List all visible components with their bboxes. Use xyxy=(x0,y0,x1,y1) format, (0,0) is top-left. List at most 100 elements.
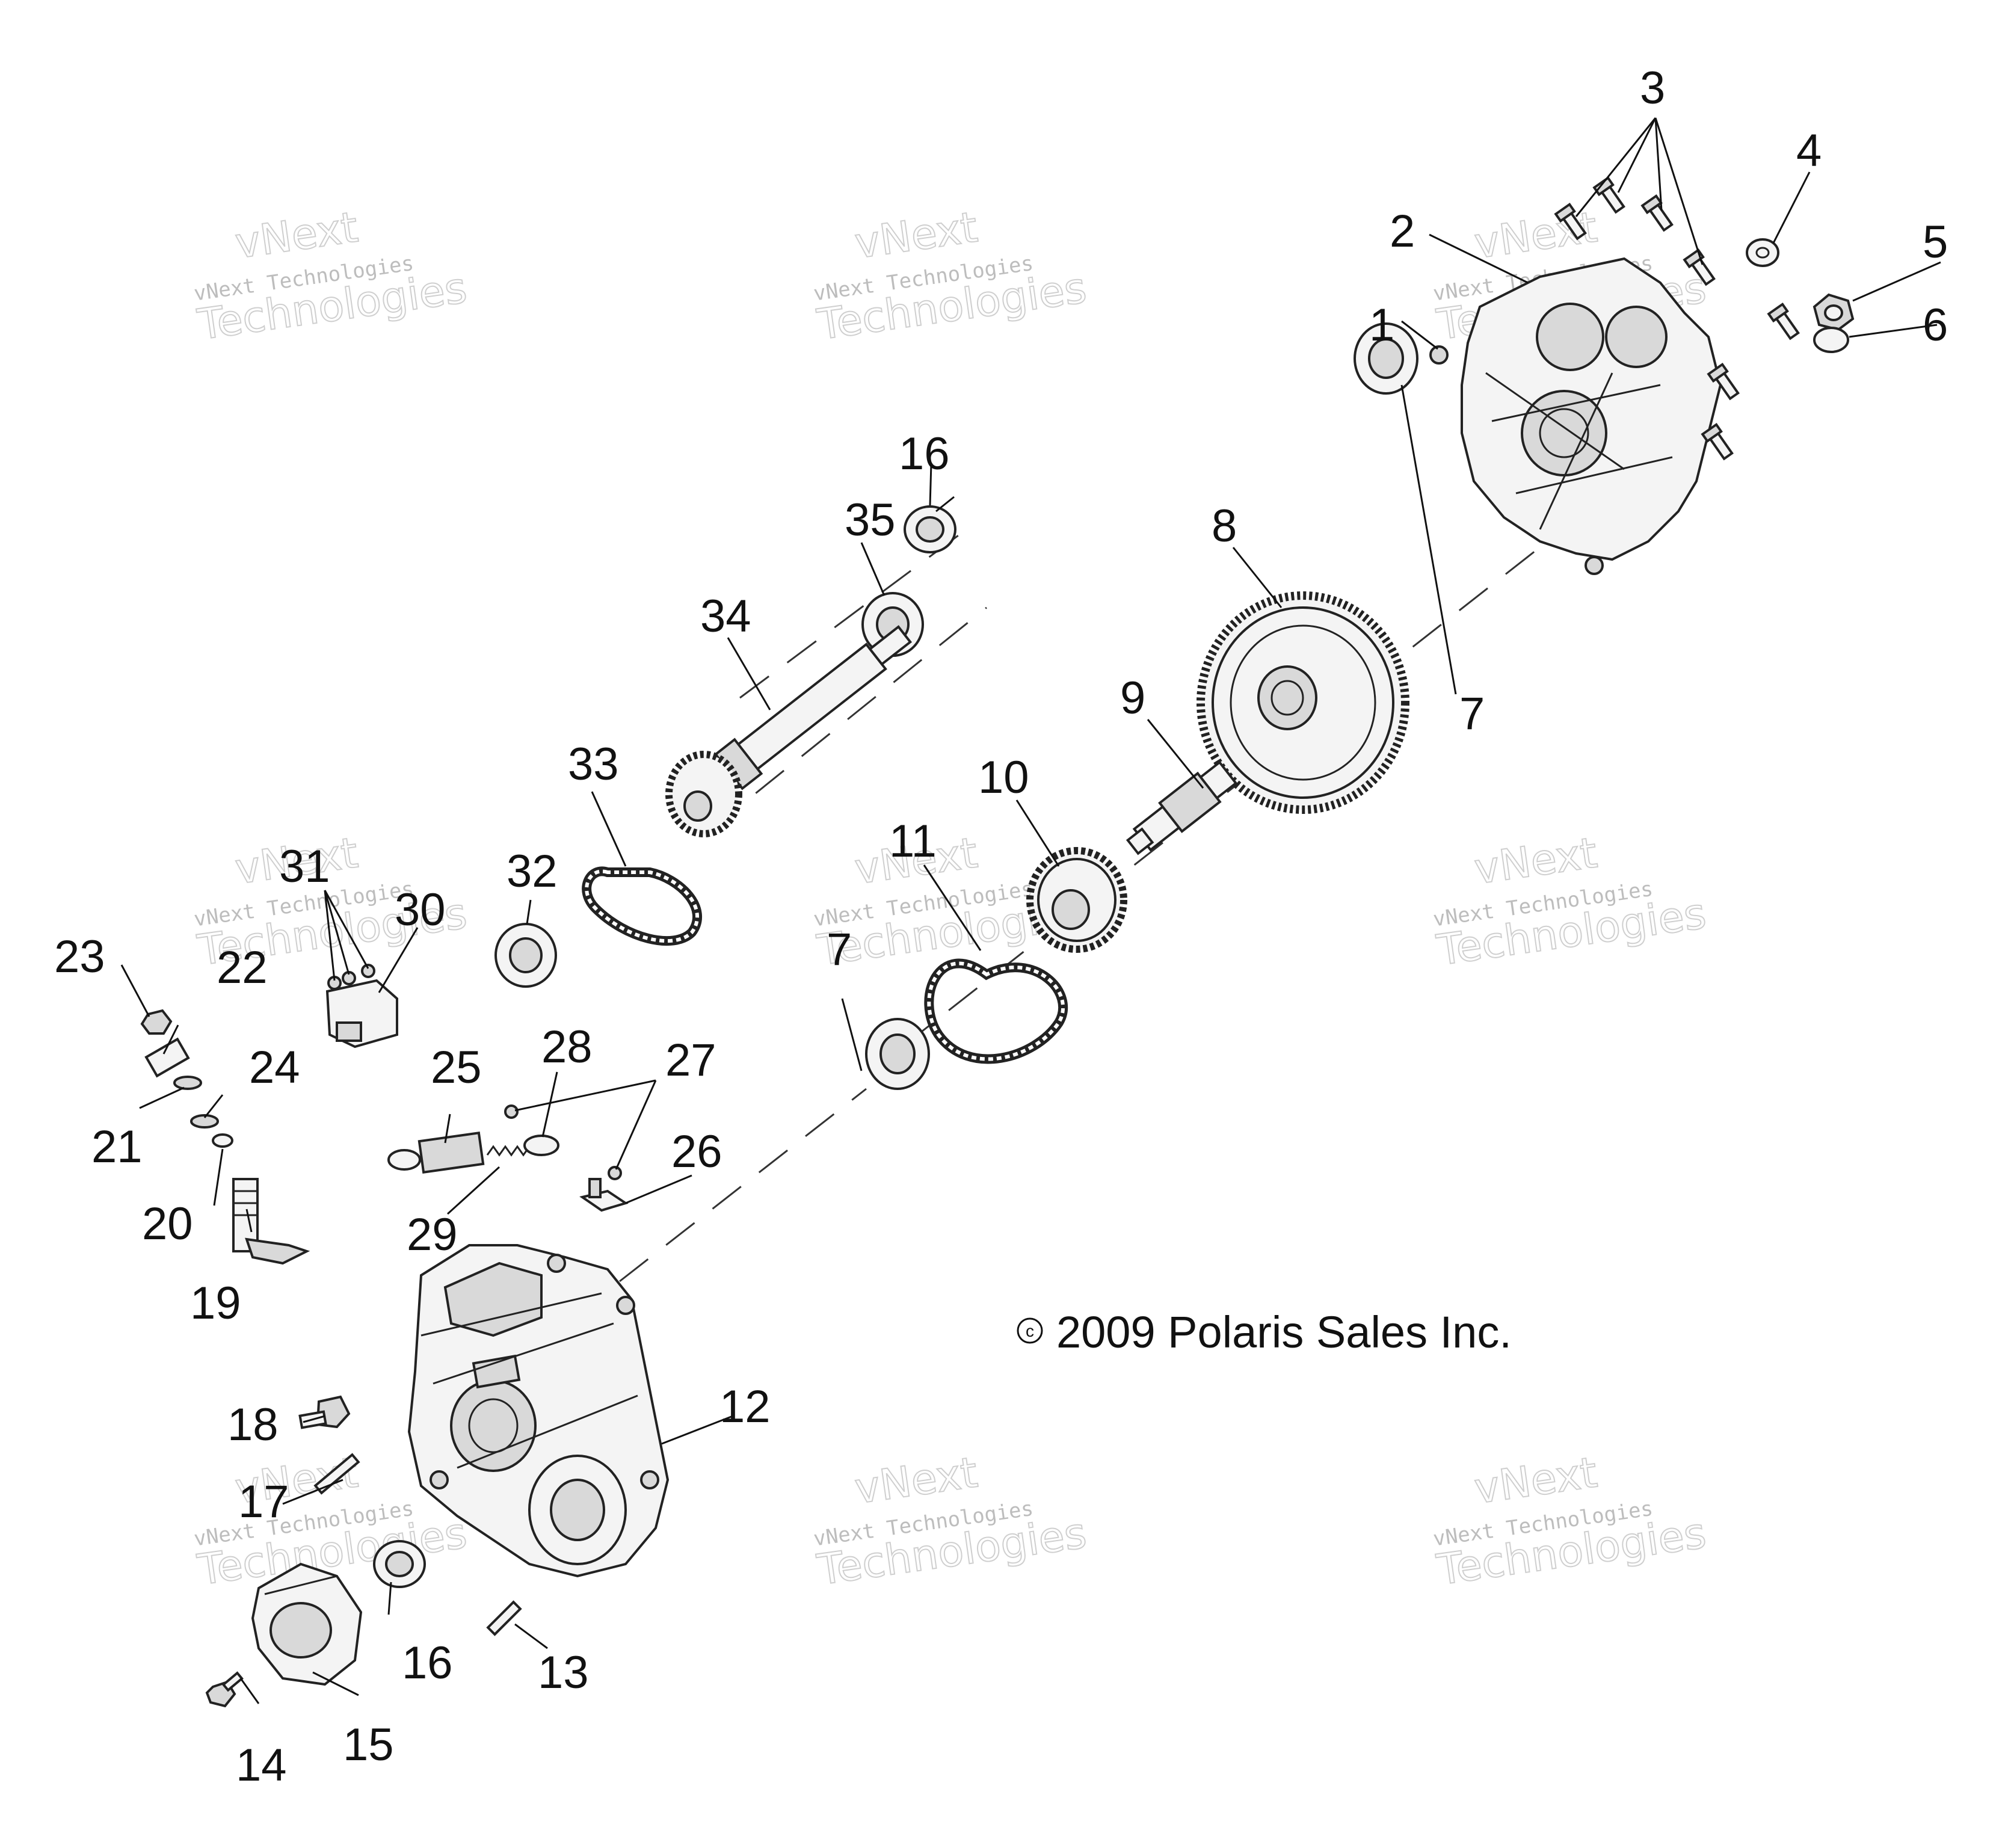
bolt xyxy=(1767,302,1800,340)
shift-shaft-19 xyxy=(232,1178,310,1265)
callout-34: 34 xyxy=(700,591,751,642)
bolt xyxy=(1554,202,1587,241)
detent-end-cap xyxy=(387,1149,421,1171)
dowel-pin-1b xyxy=(1585,556,1604,575)
callout-33: 33 xyxy=(568,739,619,790)
o-ring-21 xyxy=(173,1076,202,1090)
screws-27 xyxy=(504,1104,622,1180)
callout-18: 18 xyxy=(227,1399,279,1450)
dowel-pin-13 xyxy=(486,1600,522,1636)
callout-16-upper: 16 xyxy=(899,428,950,479)
callout-31: 31 xyxy=(279,841,330,892)
nut-23 xyxy=(140,1009,173,1035)
bearing-7-lower xyxy=(865,1018,930,1090)
watermark-top-text: vNext xyxy=(1471,828,1600,894)
drive-chain-11 xyxy=(924,958,1068,1064)
axis-line-lower xyxy=(619,1088,867,1283)
callout-17: 17 xyxy=(238,1476,289,1527)
bearing-16-upper xyxy=(904,505,956,553)
gearcase-main-bore xyxy=(450,1379,537,1472)
callout-13: 13 xyxy=(538,1647,589,1698)
watermark: vNext vNext Technologies Technologies xyxy=(812,202,1090,350)
main-gearcase-12 xyxy=(407,1244,670,1578)
bolt xyxy=(1707,362,1740,401)
bolt xyxy=(1701,422,1734,461)
callout-30: 30 xyxy=(395,884,446,935)
washer-20 xyxy=(212,1133,233,1148)
callout-5: 5 xyxy=(1923,217,1948,268)
callout-24: 24 xyxy=(249,1042,300,1093)
watermark-top-text: vNext xyxy=(852,1447,981,1514)
callout-35: 35 xyxy=(845,494,896,546)
bolt-14 xyxy=(205,1671,244,1708)
seal-16-lower xyxy=(373,1540,426,1588)
seal-24 xyxy=(190,1114,219,1129)
copyright-notice: c 2009 Polaris Sales Inc. xyxy=(1017,1307,1512,1357)
callout-21: 21 xyxy=(91,1121,143,1172)
watermark-top-text: vNext xyxy=(232,202,361,268)
watermark: vNext vNext Technologies Technologies xyxy=(1432,827,1710,976)
bolt-group-3 xyxy=(1554,176,1800,461)
detent-plate-25 xyxy=(387,1132,485,1174)
rear-cover-housing xyxy=(1461,257,1722,561)
callout-10: 10 xyxy=(978,752,1029,803)
watermark-top-text: vNext xyxy=(1471,1447,1600,1514)
output-shaft-34 xyxy=(665,625,913,837)
bearing-32 xyxy=(494,923,557,988)
copyright-text: 2009 Polaris Sales Inc. xyxy=(1056,1307,1512,1357)
washer-4 xyxy=(1746,238,1779,267)
callout-labels: 1 2 3 4 5 6 7 7 8 9 10 11 12 13 14 15 16… xyxy=(54,63,1948,1791)
callout-22: 22 xyxy=(217,942,268,993)
plunger-28 xyxy=(523,1135,559,1156)
watermark-top-text: vNext xyxy=(852,202,981,268)
pinion-shaft-9 xyxy=(1126,760,1238,855)
callout-20: 20 xyxy=(142,1198,193,1249)
callout-27: 27 xyxy=(665,1035,716,1086)
callout-26: 26 xyxy=(671,1126,722,1177)
watermark: vNext vNext Technologies Technologies xyxy=(1432,1447,1710,1595)
idler-gear-10 xyxy=(1026,847,1127,953)
bearing-7-upper xyxy=(1354,322,1418,395)
callout-12: 12 xyxy=(719,1381,771,1432)
callout-8: 8 xyxy=(1212,500,1237,552)
copyright-symbol-letter: c xyxy=(1026,1322,1034,1340)
axis-line-main xyxy=(902,480,1625,1048)
watermark: vNext vNext Technologies Technologies xyxy=(812,1447,1090,1595)
callout-1: 1 xyxy=(1369,300,1394,351)
rear-cover-bore-right xyxy=(1605,306,1668,368)
fitting-18 xyxy=(298,1395,351,1429)
callout-29: 29 xyxy=(407,1209,458,1260)
callout-7-lower: 7 xyxy=(827,924,852,975)
callout-19: 19 xyxy=(190,1278,241,1329)
clip-26 xyxy=(579,1178,629,1212)
cover-15 xyxy=(251,1562,363,1686)
callout-11: 11 xyxy=(889,816,937,867)
callout-4: 4 xyxy=(1796,125,1822,176)
drive-chain-33 xyxy=(582,866,703,946)
bolt xyxy=(1640,194,1674,232)
bracket-22 xyxy=(144,1037,190,1078)
callout-32: 32 xyxy=(507,846,558,897)
callout-2: 2 xyxy=(1390,206,1415,257)
ring-gear-8 xyxy=(1197,591,1409,814)
callout-15: 15 xyxy=(343,1719,394,1770)
leader-lines xyxy=(120,117,1941,1704)
gearcase-label-plate xyxy=(472,1354,521,1389)
callout-16-lower: 16 xyxy=(402,1637,453,1689)
gearcase-top-boss xyxy=(443,1261,543,1337)
callout-14: 14 xyxy=(236,1740,287,1791)
callout-25: 25 xyxy=(431,1042,482,1093)
callout-9: 9 xyxy=(1120,673,1145,724)
drain-plug-5 xyxy=(1813,293,1855,331)
watermark: vNext vNext Technologies Technologies xyxy=(192,202,470,350)
dowel-pin-1 xyxy=(1429,345,1449,365)
callout-28: 28 xyxy=(541,1021,593,1073)
bolt xyxy=(1592,176,1625,214)
callout-6: 6 xyxy=(1923,300,1948,351)
axis-line-idler xyxy=(709,606,987,831)
copyright-symbol-icon xyxy=(1017,1317,1043,1344)
callout-7-upper: 7 xyxy=(1459,688,1485,739)
callout-3: 3 xyxy=(1640,63,1665,114)
switch-30 xyxy=(325,979,398,1049)
